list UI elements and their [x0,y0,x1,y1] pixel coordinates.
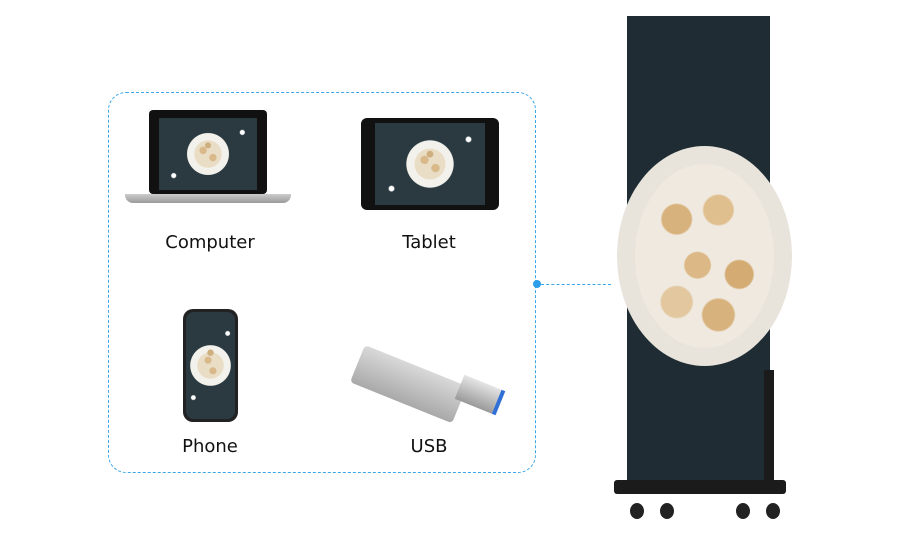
tablet-image [361,118,499,210]
usb-label: USB [410,436,448,457]
wheel [766,503,780,519]
poster-stand-leg [764,370,774,480]
wheel [630,503,644,519]
led-poster-display [617,16,792,481]
connector-dot [533,280,541,288]
wheel [736,503,750,519]
phone-label: Phone [182,436,238,457]
tablet-label: Tablet [402,232,456,253]
computer-image [149,110,267,194]
cookie-image [186,312,235,419]
laptop-base [125,194,291,203]
wheel [660,503,674,519]
cookie-plate-image [617,146,792,366]
connector-line [541,284,611,285]
cookie-image [375,123,485,205]
cookie-image [159,118,257,190]
computer-label: Computer [165,232,255,253]
poster-stand-base [614,480,786,494]
phone-image [183,309,238,422]
